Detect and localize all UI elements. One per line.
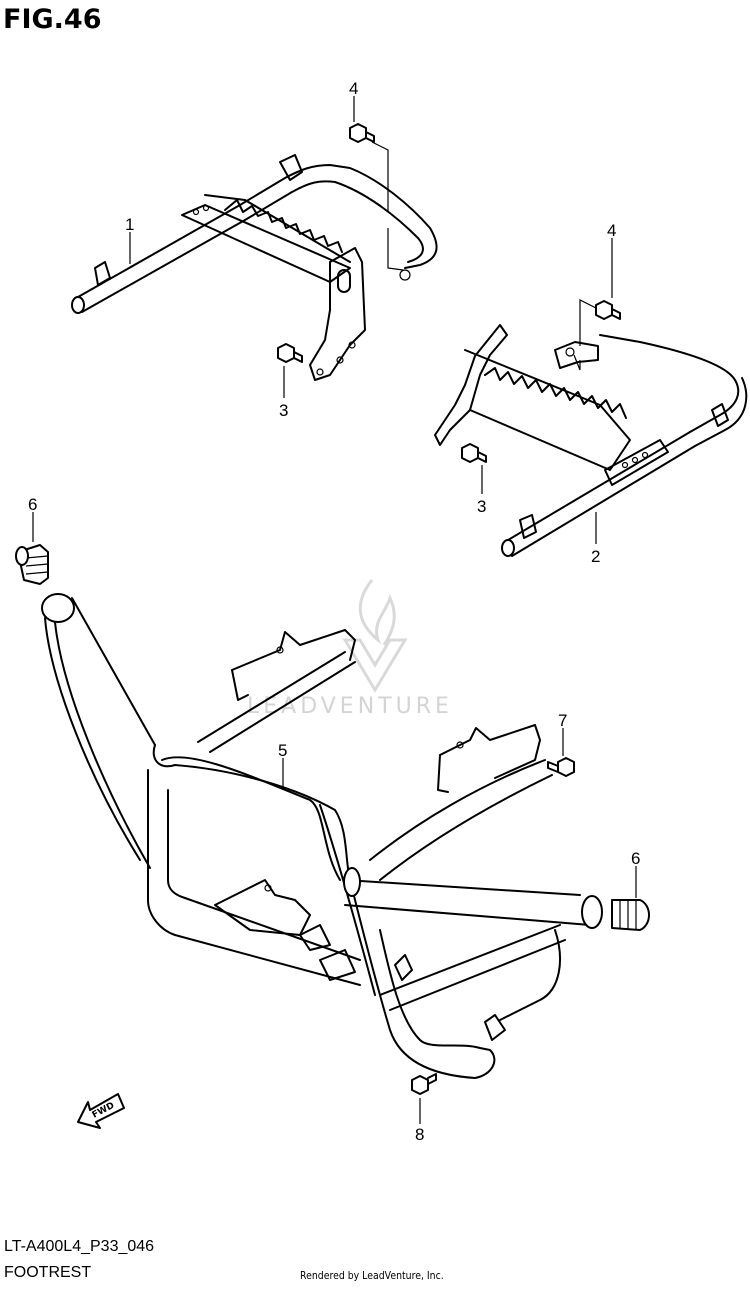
- part-5-guard-frame[interactable]: [41, 593, 603, 1079]
- part-8-bolt[interactable]: [411, 1073, 437, 1095]
- callout-7: 7: [558, 711, 567, 730]
- callout-6-left: 6: [28, 495, 37, 514]
- watermark-text: LEADVENTURE: [247, 694, 453, 719]
- callout-8: 8: [415, 1125, 424, 1144]
- figure-code: LT-A400L4_P33_046: [4, 1238, 155, 1255]
- callout-3-left: 3: [279, 401, 288, 420]
- part-4-bolt-right[interactable]: [595, 300, 621, 320]
- leader-line-4-right: [573, 299, 597, 371]
- figure-title: FIG.46: [3, 4, 102, 35]
- callout-5: 5: [278, 741, 287, 760]
- part-3-bolt-right[interactable]: [461, 443, 487, 463]
- fwd-arrow-icon: FWD: [77, 1093, 125, 1129]
- callout-1: 1: [125, 215, 134, 234]
- figure-name: FOOTREST: [4, 1264, 92, 1281]
- watermark-logo: LEADVENTURE: [247, 579, 453, 719]
- callout-6-right: 6: [631, 849, 640, 868]
- rendered-by-credit: Rendered by LeadVenture, Inc.: [300, 1269, 444, 1282]
- part-1-left-footrest[interactable]: [71, 154, 438, 381]
- callout-4-right: 4: [607, 221, 616, 240]
- part-3-bolt-left[interactable]: [277, 343, 303, 363]
- callout-3-right: 3: [477, 497, 486, 516]
- leader-line-4-upper: [371, 141, 404, 271]
- leader-lines: [32, 96, 637, 1124]
- part-4-bolt-upper[interactable]: [349, 123, 375, 143]
- callout-4-upper: 4: [349, 79, 358, 98]
- part-6-grip-left[interactable]: [15, 544, 49, 585]
- callout-2: 2: [591, 547, 600, 566]
- part-6-grip-right[interactable]: [611, 899, 650, 931]
- part-2-right-footrest[interactable]: [434, 324, 748, 557]
- part-7-bolt[interactable]: [547, 757, 575, 777]
